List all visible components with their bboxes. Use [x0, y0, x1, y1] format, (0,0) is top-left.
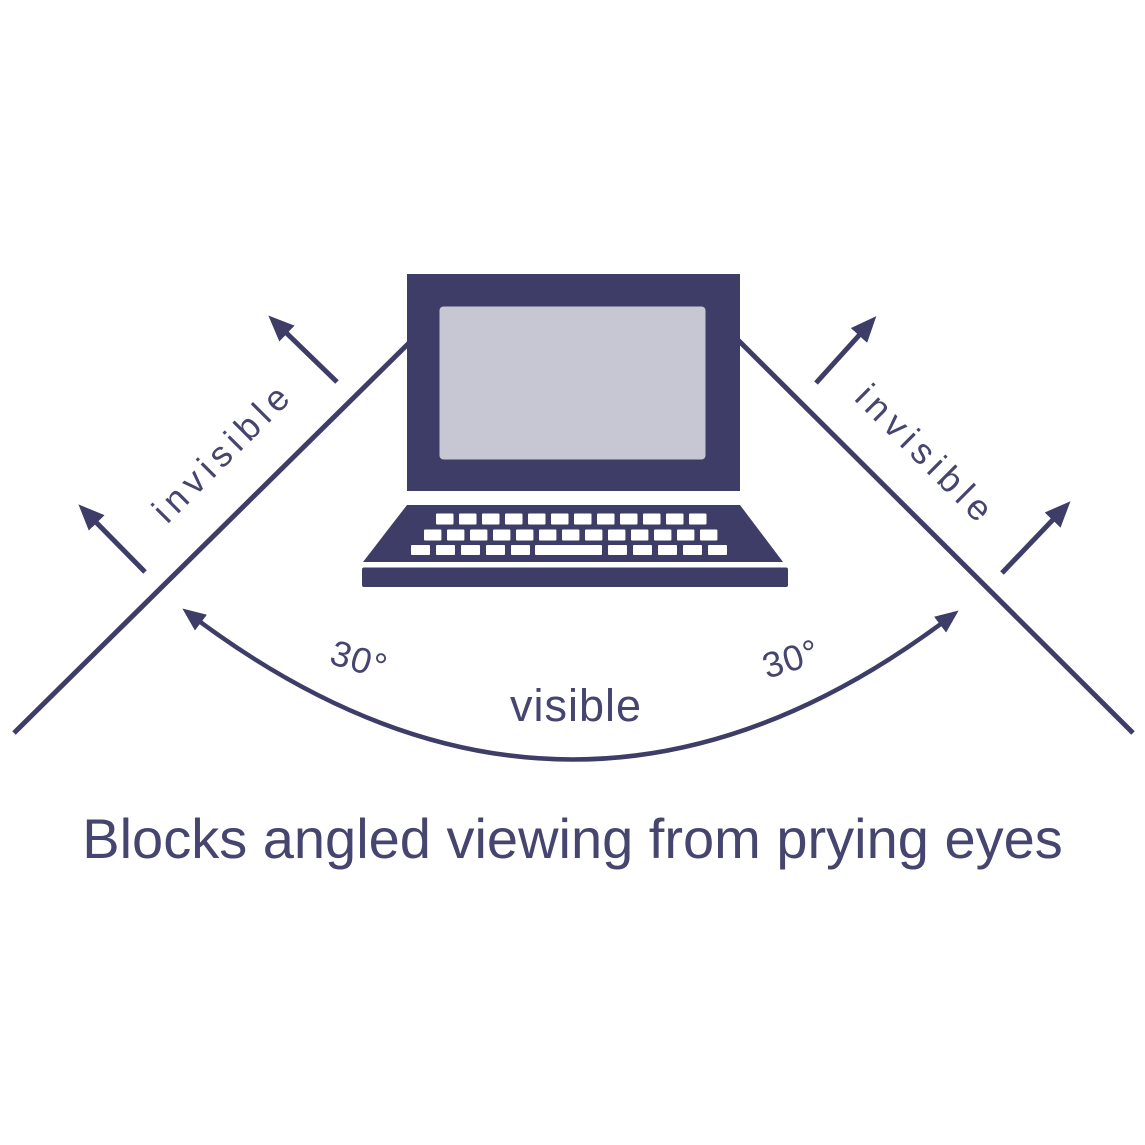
- laptop-key: [562, 529, 580, 541]
- laptop-key: [585, 529, 603, 541]
- laptop-key: [620, 513, 638, 525]
- visible-range-arc-arrow-icon: [182, 608, 959, 762]
- laptop-key: [539, 529, 557, 541]
- laptop-key: [447, 529, 465, 541]
- laptop-key: [436, 545, 455, 555]
- viewing-angle-boundary-lines: [12, 338, 1135, 735]
- visible-label: visible: [509, 680, 643, 731]
- laptop-key: [493, 529, 511, 541]
- laptop-screen: [439, 306, 706, 460]
- laptop-key: [633, 545, 652, 555]
- laptop-key: [551, 513, 569, 525]
- laptop-key: [436, 513, 454, 525]
- laptop-key: [608, 545, 627, 555]
- invisible-arrow-upper-left: [268, 315, 339, 384]
- invisible-arrow-lower-right: [1000, 501, 1071, 575]
- laptop-key: [683, 545, 702, 555]
- laptop-key: [482, 513, 500, 525]
- laptop-key: [643, 513, 661, 525]
- laptop-keyboard-keys: [411, 513, 727, 555]
- laptop-key: [424, 529, 442, 541]
- laptop-key: [505, 513, 523, 525]
- laptop-key: [658, 545, 677, 555]
- laptop-key: [516, 529, 534, 541]
- laptop-key: [677, 529, 695, 541]
- laptop-key: [574, 513, 592, 525]
- laptop-key: [535, 545, 602, 555]
- laptop-front-icon: [362, 274, 788, 587]
- laptop-key: [486, 545, 505, 555]
- laptop-key: [511, 545, 530, 555]
- laptop-key: [708, 545, 727, 555]
- laptop-base: [362, 567, 788, 587]
- laptop-key: [666, 513, 684, 525]
- laptop-key: [461, 545, 480, 555]
- laptop-key: [608, 529, 626, 541]
- laptop-key: [700, 529, 718, 541]
- right-boundary-line: [736, 338, 1135, 735]
- laptop-key: [689, 513, 707, 525]
- laptop-key: [631, 529, 649, 541]
- invisible-arrow-lower-left: [78, 504, 147, 574]
- caption-text: Blocks angled viewing from prying eyes: [82, 807, 1063, 870]
- laptop-key: [597, 513, 615, 525]
- laptop-key: [528, 513, 546, 525]
- invisible-arrow-upper-right: [814, 316, 877, 385]
- laptop-key: [654, 529, 672, 541]
- laptop-key: [459, 513, 477, 525]
- laptop-key: [411, 545, 430, 555]
- invisible-direction-arrow-icon: [78, 315, 1071, 575]
- left-boundary-line: [12, 340, 412, 735]
- laptop-key: [470, 529, 488, 541]
